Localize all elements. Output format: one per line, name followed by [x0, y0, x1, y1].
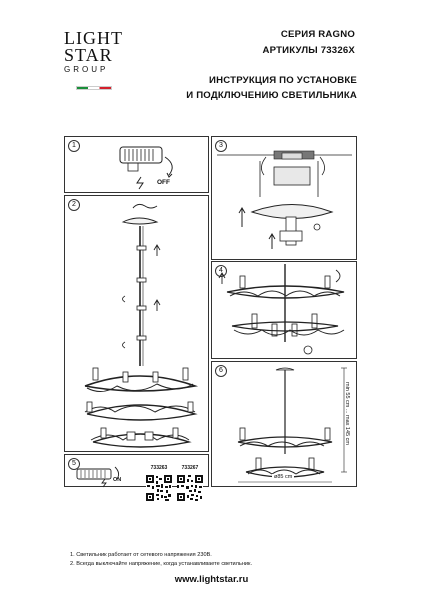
step-5-number: 5 [68, 458, 80, 470]
note-1: 1. Светильник работает от сетевого напря… [70, 552, 212, 558]
logo-line-1: LIGHT [64, 28, 123, 48]
brand-logo: LIGHT STAR GROUP [64, 28, 124, 90]
logo-line-2: STAR [64, 45, 113, 65]
note-2: 2. Всегда выключайте напряжение, когда у… [70, 561, 253, 567]
switch-on-illustration [76, 466, 120, 488]
italian-flag-stripe [76, 86, 112, 90]
step-4-number: 4 [215, 265, 227, 277]
chandelier-assembly-illustration [84, 203, 199, 448]
step-5-panel: 5 ON [64, 454, 209, 488]
series-label: СЕРИЯ RAGNO [280, 29, 355, 40]
logo-line-3: GROUP [64, 65, 109, 74]
step-3-number: 3 [215, 140, 227, 152]
step-4-panel: 4 [211, 261, 357, 359]
step-3-panel: 3 [211, 136, 357, 260]
dimensions-illustration [237, 367, 347, 483]
height-dimension-label: min 55 cm ... max 145 cm [344, 382, 350, 445]
switch-off-illustration [119, 146, 173, 190]
diameter-dimension-label: ø85 cm [272, 474, 295, 480]
lamp-installation-illustration [218, 264, 345, 355]
qr-code-733267-label: 733267 [181, 465, 199, 471]
step-1-panel: 1 OFF [64, 136, 209, 193]
step-2-panel: 2 [64, 195, 209, 452]
on-label: ON [113, 477, 122, 483]
qr-code-733263[interactable] [146, 475, 172, 501]
title-line-1: ИНСТРУКЦИЯ ПО УСТАНОВКЕ [209, 75, 357, 86]
step-6-number: 6 [215, 365, 227, 377]
step-2-number: 2 [68, 199, 80, 211]
off-label: OFF [157, 179, 170, 186]
ceiling-mount-illustration [217, 150, 352, 249]
step-1-number: 1 [68, 140, 80, 152]
notes: 1. Светильник работает от сетевого напря… [70, 551, 252, 569]
qr-code-733267[interactable] [177, 475, 203, 501]
qr-code-733263-label: 733263 [150, 465, 168, 471]
article-label: АРТИКУЛЫ 73326X [262, 45, 355, 56]
step-6-panel: 6 min 55 cm ... max 145 cm ø85 cm [211, 361, 357, 487]
website-link[interactable]: www.lightstar.ru [174, 574, 249, 585]
title-line-2: И ПОДКЛЮЧЕНИЮ СВЕТИЛЬНИКА [186, 90, 357, 101]
